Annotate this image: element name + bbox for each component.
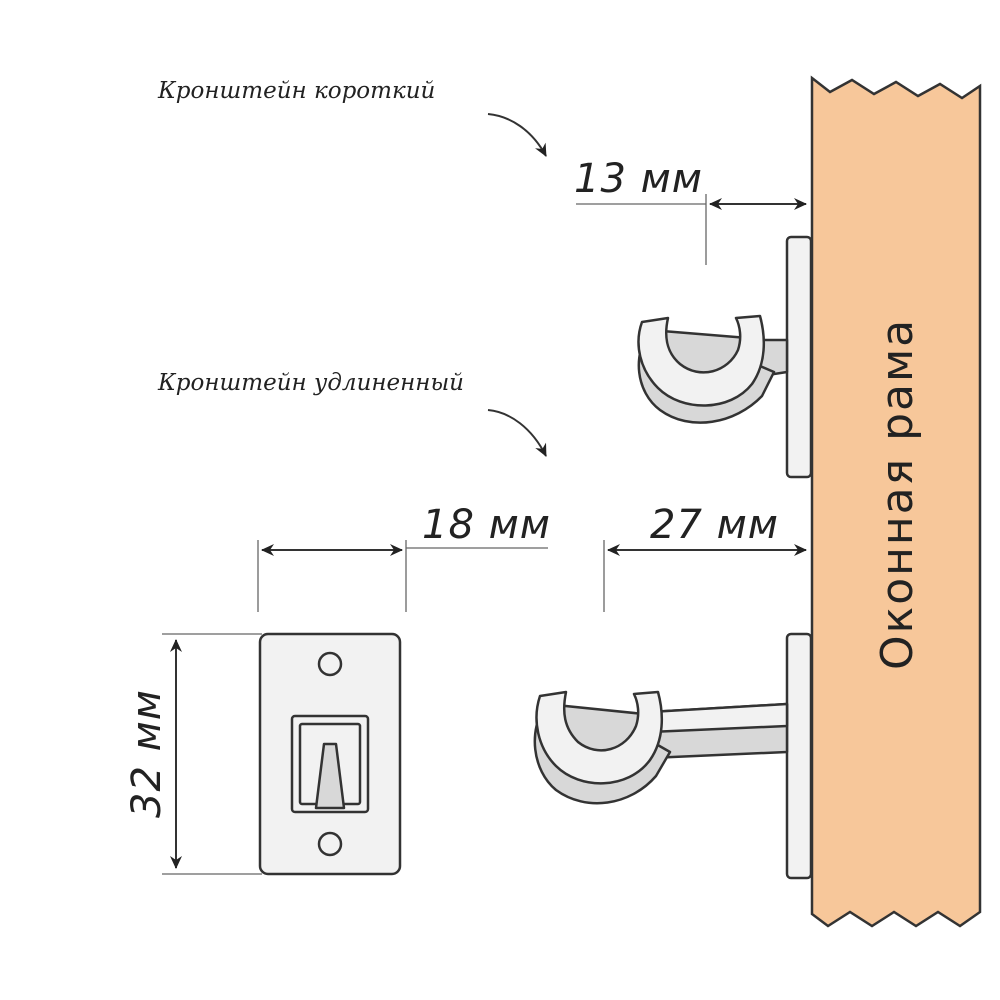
long-bracket-label: Кронштейн удлиненный	[157, 370, 464, 396]
plate-width-dimension: 18 мм	[257, 502, 551, 612]
window-frame: Оконная рама	[810, 75, 982, 928]
short-bracket-callout: Кронштейн короткий	[157, 78, 547, 157]
plate-width-value: 18 мм	[422, 502, 551, 548]
long-bracket	[533, 632, 813, 880]
long-offset-value: 27 мм	[650, 502, 779, 548]
window-frame-wood	[810, 75, 982, 928]
plate-height-value: 32 мм	[124, 689, 170, 818]
short-bracket-label: Кронштейн короткий	[157, 78, 435, 104]
long-bracket-callout: Кронштейн удлиненный	[157, 370, 547, 457]
short-bracket	[637, 235, 813, 479]
long-bracket-pointer-icon	[487, 409, 547, 457]
plate-height-dimension: 32 мм	[124, 633, 262, 875]
mounting-plate	[258, 632, 402, 876]
window-frame-label: Оконная рама	[872, 318, 923, 670]
short-offset-dimension: 13 мм	[574, 156, 807, 265]
short-bracket-pointer-icon	[487, 113, 547, 157]
long-offset-dimension: 27 мм	[603, 502, 807, 612]
short-offset-value: 13 мм	[574, 156, 703, 202]
